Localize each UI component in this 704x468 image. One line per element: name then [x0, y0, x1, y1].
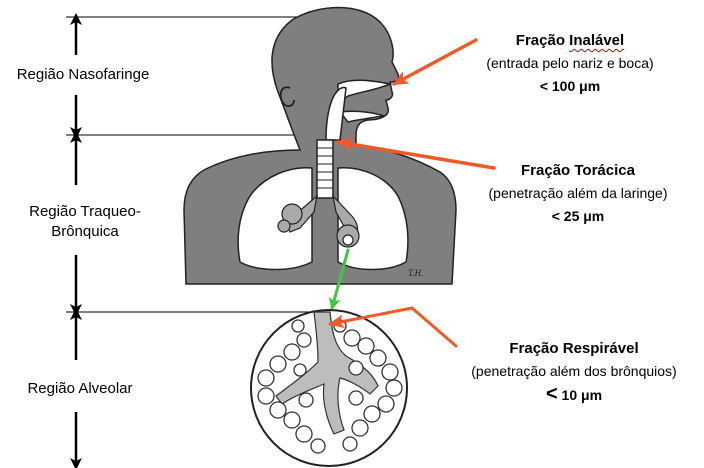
fracao-toracica-size: < 25 μm — [448, 204, 704, 228]
fracao-respiravel: Fração Respirável (penetração além dos b… — [444, 338, 704, 407]
fracao-toracica: Fração Torácica (penetração além da lari… — [448, 160, 704, 228]
fracao-toracica-desc: (penetração além da laringe) — [448, 182, 704, 204]
fracao-respiravel-size: < 10 μm — [444, 382, 704, 407]
fracao-toracica-title: Fração Torácica — [448, 160, 704, 182]
alveolus-magnified — [251, 310, 407, 466]
traqueo-line-1: Região Traqueo- — [10, 202, 160, 222]
traqueo-line-2: Brônquica — [10, 222, 160, 242]
fracao-inalavel: Fração Inalável (entrada pelo nariz e bo… — [440, 30, 700, 98]
fracao-inalavel-desc: (entrada pelo nariz e boca) — [440, 52, 700, 74]
label-regiao-nasofaringe: Região Nasofaringe — [8, 65, 158, 85]
label-regiao-traqueo-bronquica: Região Traqueo- Brônquica — [10, 202, 160, 242]
label-regiao-alveolar: Região Alveolar — [10, 379, 150, 399]
fracao-respiravel-desc: (penetração além dos brônquios) — [444, 360, 704, 382]
fracao-inalavel-size: < 100 μm — [440, 74, 700, 98]
trachea — [317, 140, 333, 198]
fracao-inalavel-title: Fração Inalável — [440, 30, 700, 52]
fracao-respiravel-title: Fração Respirável — [444, 338, 704, 360]
human-silhouette: T.H. — [184, 8, 456, 285]
illustrator-signature: T.H. — [408, 268, 423, 278]
